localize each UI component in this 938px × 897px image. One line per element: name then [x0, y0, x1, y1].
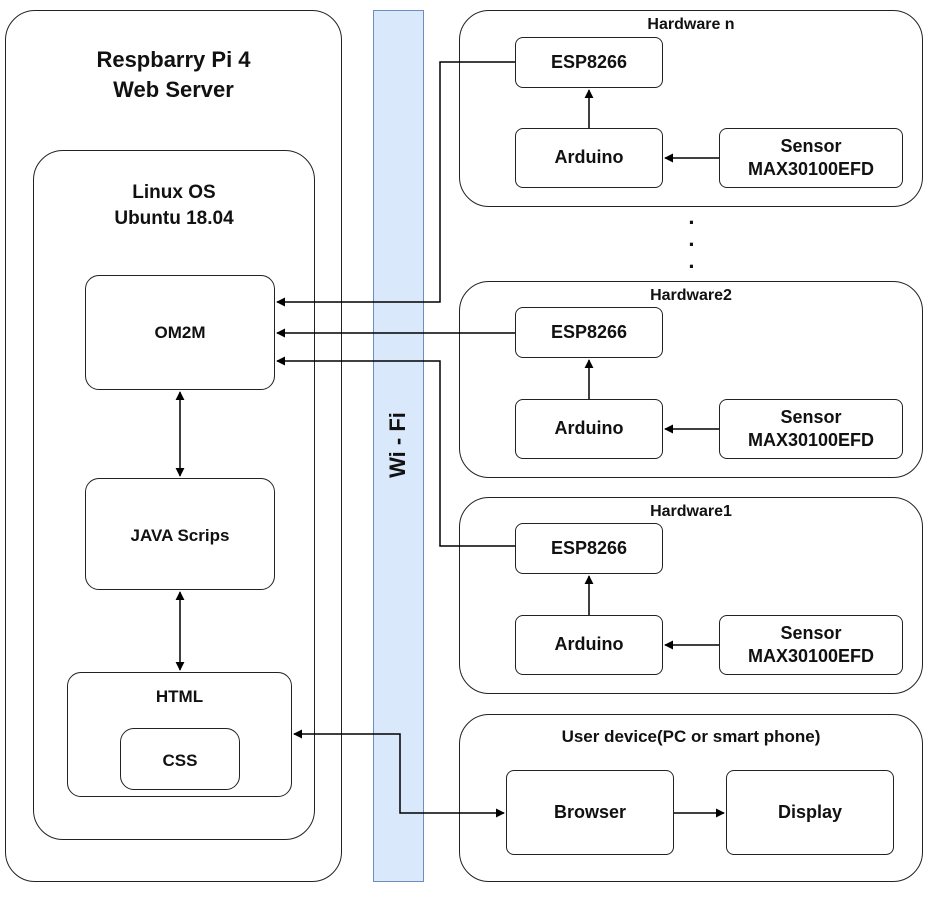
hardware-n-sensor: Sensor MAX30100EFD [719, 128, 903, 188]
os-title: Linux OS Ubuntu 18.04 [33, 180, 315, 231]
java-box [85, 478, 275, 590]
hardware-n-esp8266: ESP8266 [515, 37, 663, 88]
display-box: Display [726, 770, 894, 855]
os-title-line1: Linux OS [132, 182, 216, 203]
om2m-label: OM2M [154, 323, 206, 342]
hardware-1-arduino: Arduino [515, 615, 663, 675]
user-device-title: User device(PC or smart phone) [561, 727, 821, 746]
om2m-box [85, 275, 275, 390]
hardware-2-sensor-line1: Sensor [780, 406, 842, 427]
hardware-2-esp8266: ESP8266 [515, 307, 663, 358]
ellipsis-dot-3: · [688, 254, 696, 279]
link-hwn-to-om2m [276, 61, 515, 307]
os-title-line2: Ubuntu 18.04 [114, 207, 234, 229]
hardware-1-sensor: Sensor MAX30100EFD [719, 615, 903, 675]
css-label: CSS [162, 751, 198, 770]
hardware-2-arduino: Arduino [515, 399, 663, 459]
hardware-1-title: Hardware1 [650, 503, 732, 520]
html-label: HTML [155, 687, 204, 706]
hardware-n-title: Hardware n [647, 16, 735, 33]
hardware-1-sensor-line2: MAX30100EFD [747, 646, 875, 666]
hardware-2-sensor: Sensor MAX30100EFD [719, 399, 903, 459]
server-title: Respbarry Pi 4 Web Server [5, 45, 342, 104]
java-label: JAVA Scrips [130, 526, 230, 545]
hardware-n-arduino: Arduino [515, 128, 663, 188]
hardware-n-sensor-line1: Sensor [780, 135, 842, 156]
server-title-line1: Respbarry Pi 4 [96, 47, 251, 72]
ellipsis-dots: · · · [684, 212, 700, 278]
hardware-2-title: Hardware2 [650, 287, 732, 304]
ellipsis-dot-2: · [688, 232, 696, 257]
ellipsis-dot-1: · [688, 210, 696, 235]
link-html-browser [293, 729, 505, 818]
link-hw1-to-om2m [276, 356, 515, 547]
hardware-1-sensor-line1: Sensor [780, 622, 842, 643]
css-box [120, 728, 240, 790]
hardware-2-sensor-line2: MAX30100EFD [747, 430, 875, 450]
server-title-line2: Web Server [113, 76, 234, 102]
hardware-n-sensor-line2: MAX30100EFD [747, 159, 875, 179]
hardware-1-esp8266: ESP8266 [515, 523, 663, 574]
browser-box: Browser [506, 770, 674, 855]
